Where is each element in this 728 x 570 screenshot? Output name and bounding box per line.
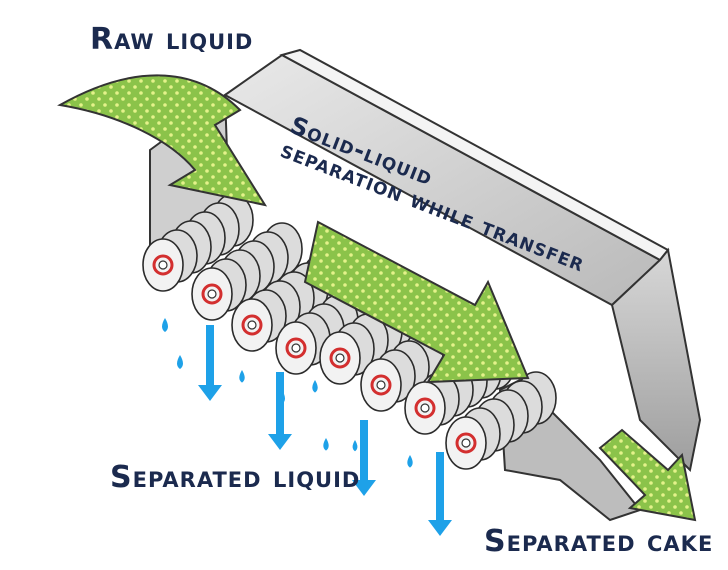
liquid-drop (162, 318, 168, 332)
liquid-drops (162, 318, 452, 536)
liquid-drop (407, 455, 413, 468)
raw-liquid-label: Raw liquid (90, 22, 254, 57)
housing-right-end (610, 247, 702, 473)
housing (149, 48, 702, 522)
transfer-arrow (303, 220, 530, 384)
roller (445, 371, 557, 470)
liquid-down-arrow (198, 325, 222, 401)
liquid-drop (239, 370, 245, 383)
liquid-down-arrow (268, 372, 292, 450)
liquid-drop (323, 438, 329, 451)
raw-liquid-arrow (57, 74, 268, 207)
liquid-drop (352, 440, 358, 452)
liquid-drop (312, 380, 318, 393)
liquid-down-arrow (428, 452, 452, 536)
roller (142, 193, 254, 292)
separated-cake-label: Separated cake (484, 524, 714, 559)
separated-liquid-label: Separated liquid (110, 460, 361, 495)
liquid-drop (177, 355, 183, 369)
liquid-down-arrow (352, 420, 376, 496)
separated-cake-arrow (598, 428, 697, 522)
roller (191, 222, 303, 321)
